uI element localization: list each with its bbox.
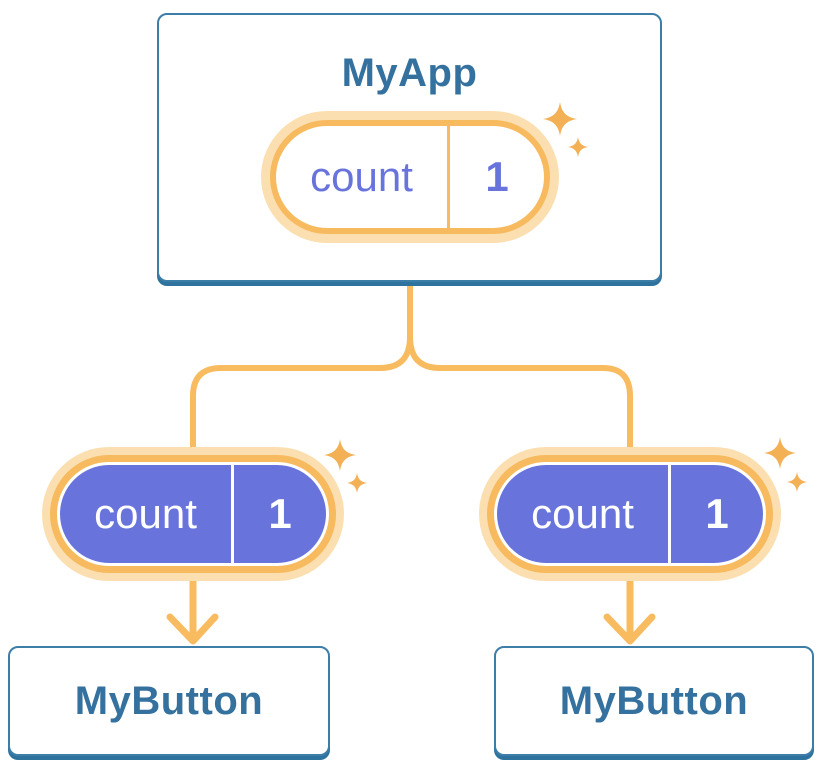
arrow-down-icon: [166, 552, 219, 645]
mybutton-card-left: MyButton: [8, 646, 330, 756]
pill-label: count: [531, 490, 634, 537]
branch-line-left: [190, 280, 413, 473]
pill-label: count: [94, 490, 197, 537]
branch-line-right: [407, 280, 633, 473]
component-title: MyButton: [74, 678, 264, 723]
prop-pill-right: count 1: [494, 462, 766, 566]
sparkle-icon: [324, 439, 367, 493]
pill-value: 1: [668, 465, 763, 563]
sparkle-icon: [764, 437, 807, 492]
pill-label: count: [310, 153, 413, 200]
prop-pill-left: count 1: [57, 462, 329, 566]
mybutton-card-right: MyButton: [494, 646, 814, 756]
pill-value: 1: [231, 465, 326, 563]
component-title: MyButton: [559, 678, 749, 723]
pill-value: 1: [447, 126, 544, 228]
component-title: MyApp: [341, 51, 478, 95]
state-pill: count 1: [270, 120, 550, 234]
arrow-down-icon: [603, 552, 656, 645]
